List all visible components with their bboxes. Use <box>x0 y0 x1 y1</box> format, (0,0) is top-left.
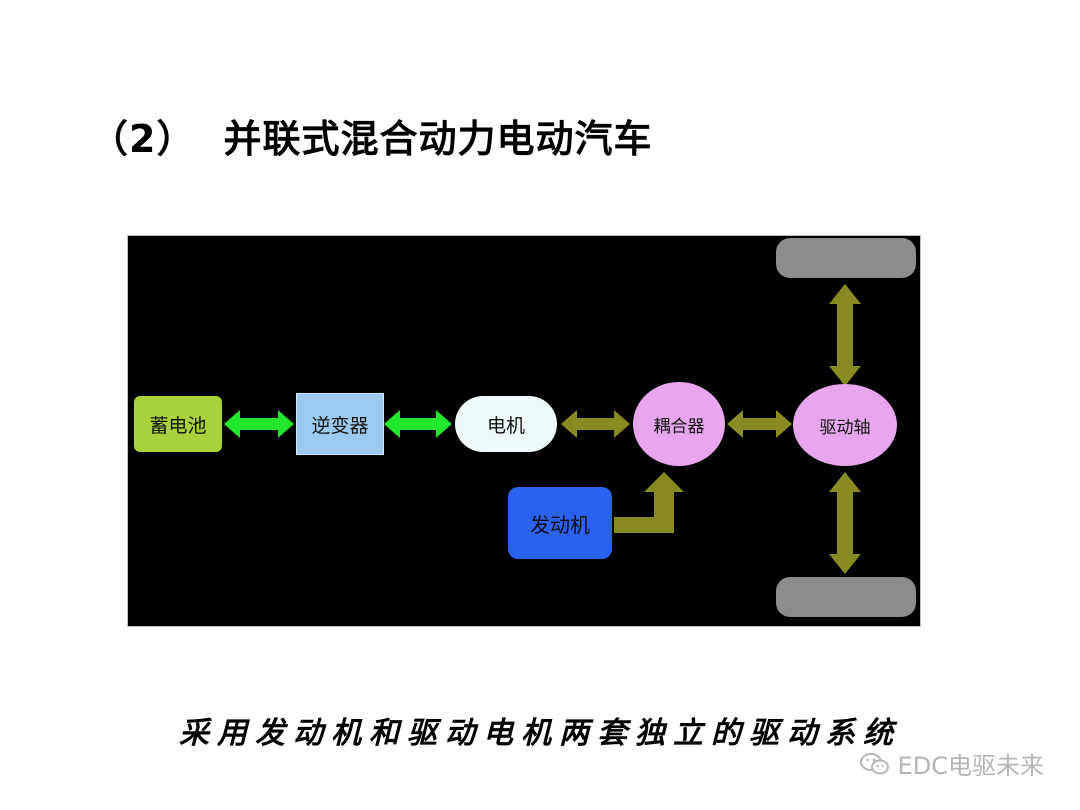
coupler-node: 耦合器 <box>633 382 725 466</box>
arrow-motor-coupler <box>561 410 630 438</box>
engine-node: 发动机 <box>508 487 612 559</box>
slide-title: （2） 并联式混合动力电动汽车 <box>90 108 652 163</box>
connection-arrows <box>224 284 861 574</box>
arrow-axle-wheel-top <box>829 284 861 386</box>
arrow-engine-coupler <box>614 472 684 533</box>
watermark: EDC电驱未来 <box>859 746 1044 781</box>
slide-caption: 采用发动机和驱动电机两套独立的驱动系统 <box>179 716 901 751</box>
battery-node: 蓄电池 <box>134 396 222 452</box>
powertrain-diagram: 蓄电池 逆变器 电机 耦合器 发动机 驱动轴 <box>127 235 921 627</box>
arrow-inverter-motor <box>384 410 452 438</box>
wechat-icon <box>859 752 889 774</box>
arrow-coupler-axle <box>727 410 792 438</box>
wheel-bottom <box>776 577 916 617</box>
motor-node: 电机 <box>455 396 557 452</box>
arrow-axle-wheel-bottom <box>829 472 861 574</box>
drive-axle-node: 驱动轴 <box>793 384 897 466</box>
wheel-top <box>776 238 916 278</box>
watermark-text: EDC电驱未来 <box>897 752 1044 780</box>
title-number: （2） <box>90 117 196 161</box>
title-text: 并联式混合动力电动汽车 <box>223 117 653 161</box>
inverter-node: 逆变器 <box>296 393 384 455</box>
arrow-battery-inverter <box>224 410 294 438</box>
